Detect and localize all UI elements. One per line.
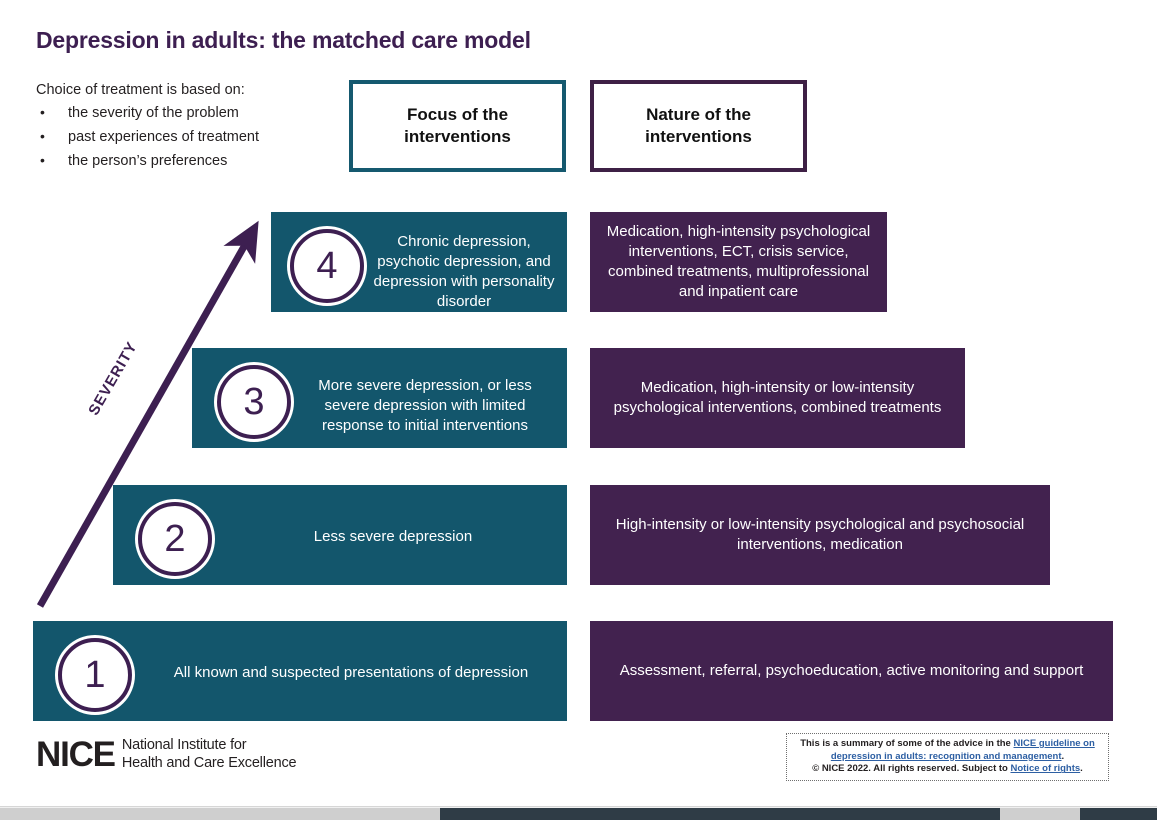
step-number-3: 3 [243,380,265,423]
page-title: Depression in adults: the matched care m… [36,27,531,53]
nice-logo-mark: NICE [36,735,116,774]
step-number-circle-4: 4 [290,229,364,303]
scrollbar-track-left[interactable] [0,808,440,820]
focus-bar-2: 2 Less severe depression [113,485,567,585]
intro-list: • the severity of the problem • past exp… [36,104,336,169]
step-number-1: 1 [84,653,106,696]
disclaimer-line-2: © NICE 2022. All rights reserved. Subjec… [792,763,1103,776]
scrollbar-end-segment[interactable] [1080,808,1157,820]
list-item-label: the person’s preferences [68,153,228,169]
focus-bar-1: 1 All known and suspected presentations … [33,621,567,721]
disclaimer-line-1-post: . [1061,750,1065,762]
focus-bar-4: 4 Chronic depression, psychotic depressi… [271,212,567,312]
nature-bar-3: Medication, high-intensity or low-intens… [590,348,965,448]
nice-logo-words: National Institute for Health and Care E… [122,737,297,771]
nice-logo: NICE National Institute for Health and C… [36,735,297,774]
column-header-focus-label: Focus of the interventions [404,104,511,146]
step-number-4: 4 [316,244,338,287]
list-item: • the person’s preferences [36,152,336,169]
bullet-icon: • [40,152,45,168]
disclaimer-line-1-pre: This is a summary of some of the advice … [800,738,1014,749]
notice-of-rights-link[interactable]: Notice of rights [1010,763,1081,775]
scrollbar-track-right[interactable] [1000,808,1080,820]
step-number-circle-2: 2 [138,502,212,576]
nature-bar-4: Medication, high-intensity psychological… [590,212,887,312]
list-item: • the severity of the problem [36,104,336,121]
column-header-nature-label: Nature of the interventions [645,104,752,146]
disclaimer-line-2-post: . [1080,763,1083,775]
bullet-icon: • [40,104,45,120]
column-header-nature: Nature of the interventions [590,80,807,172]
step-number-circle-1: 1 [58,638,132,712]
bullet-icon: • [40,128,45,144]
nice-guideline-link[interactable]: NICE guideline on depression in adults: … [830,738,1095,762]
list-item-label: the severity of the problem [68,105,239,121]
column-header-focus: Focus of the interventions [349,80,566,172]
list-item-label: past experiences of treatment [68,129,260,145]
intro-lead: Choice of treatment is based on: [36,82,245,98]
nice-logo-line-2: Health and Care Excellence [121,754,297,771]
focus-text-3: More severe depression, or less severe d… [318,377,532,435]
focus-bar-3: 3 More severe depression, or less severe… [192,348,567,448]
nature-text-2: High-intensity or low-intensity psycholo… [615,515,1025,553]
severity-axis-label: SEVERITY [85,338,142,419]
list-item: • past experiences of treatment [36,128,336,145]
disclaimer-box: This is a summary of some of the advice … [786,733,1109,782]
nature-text-1: Assessment, referral, psychoeducation, a… [619,661,1084,679]
nature-text-4: Medication, high-intensity psychological… [606,222,871,301]
nice-logo-line-1: National Institute for [121,737,247,754]
step-number-2: 2 [164,517,186,560]
step-number-circle-3: 3 [217,365,291,439]
scrollbar-thumb[interactable] [440,808,1000,820]
focus-text-4: Chronic depression, psychotic depression… [373,233,555,311]
focus-text-1: All known and suspected presentations of… [173,664,529,681]
nature-bar-1: Assessment, referral, psychoeducation, a… [590,621,1113,721]
nature-text-3: Medication, high-intensity or low-intens… [613,378,942,416]
horizontal-scrollbar[interactable] [0,806,1157,820]
intro-block: Choice of treatment is based on: • the s… [36,82,336,177]
nature-bar-2: High-intensity or low-intensity psycholo… [590,485,1050,585]
disclaimer-line-2-pre: © NICE 2022. All rights reserved. Subjec… [812,763,1011,775]
focus-text-2: Less severe depression [313,528,473,545]
